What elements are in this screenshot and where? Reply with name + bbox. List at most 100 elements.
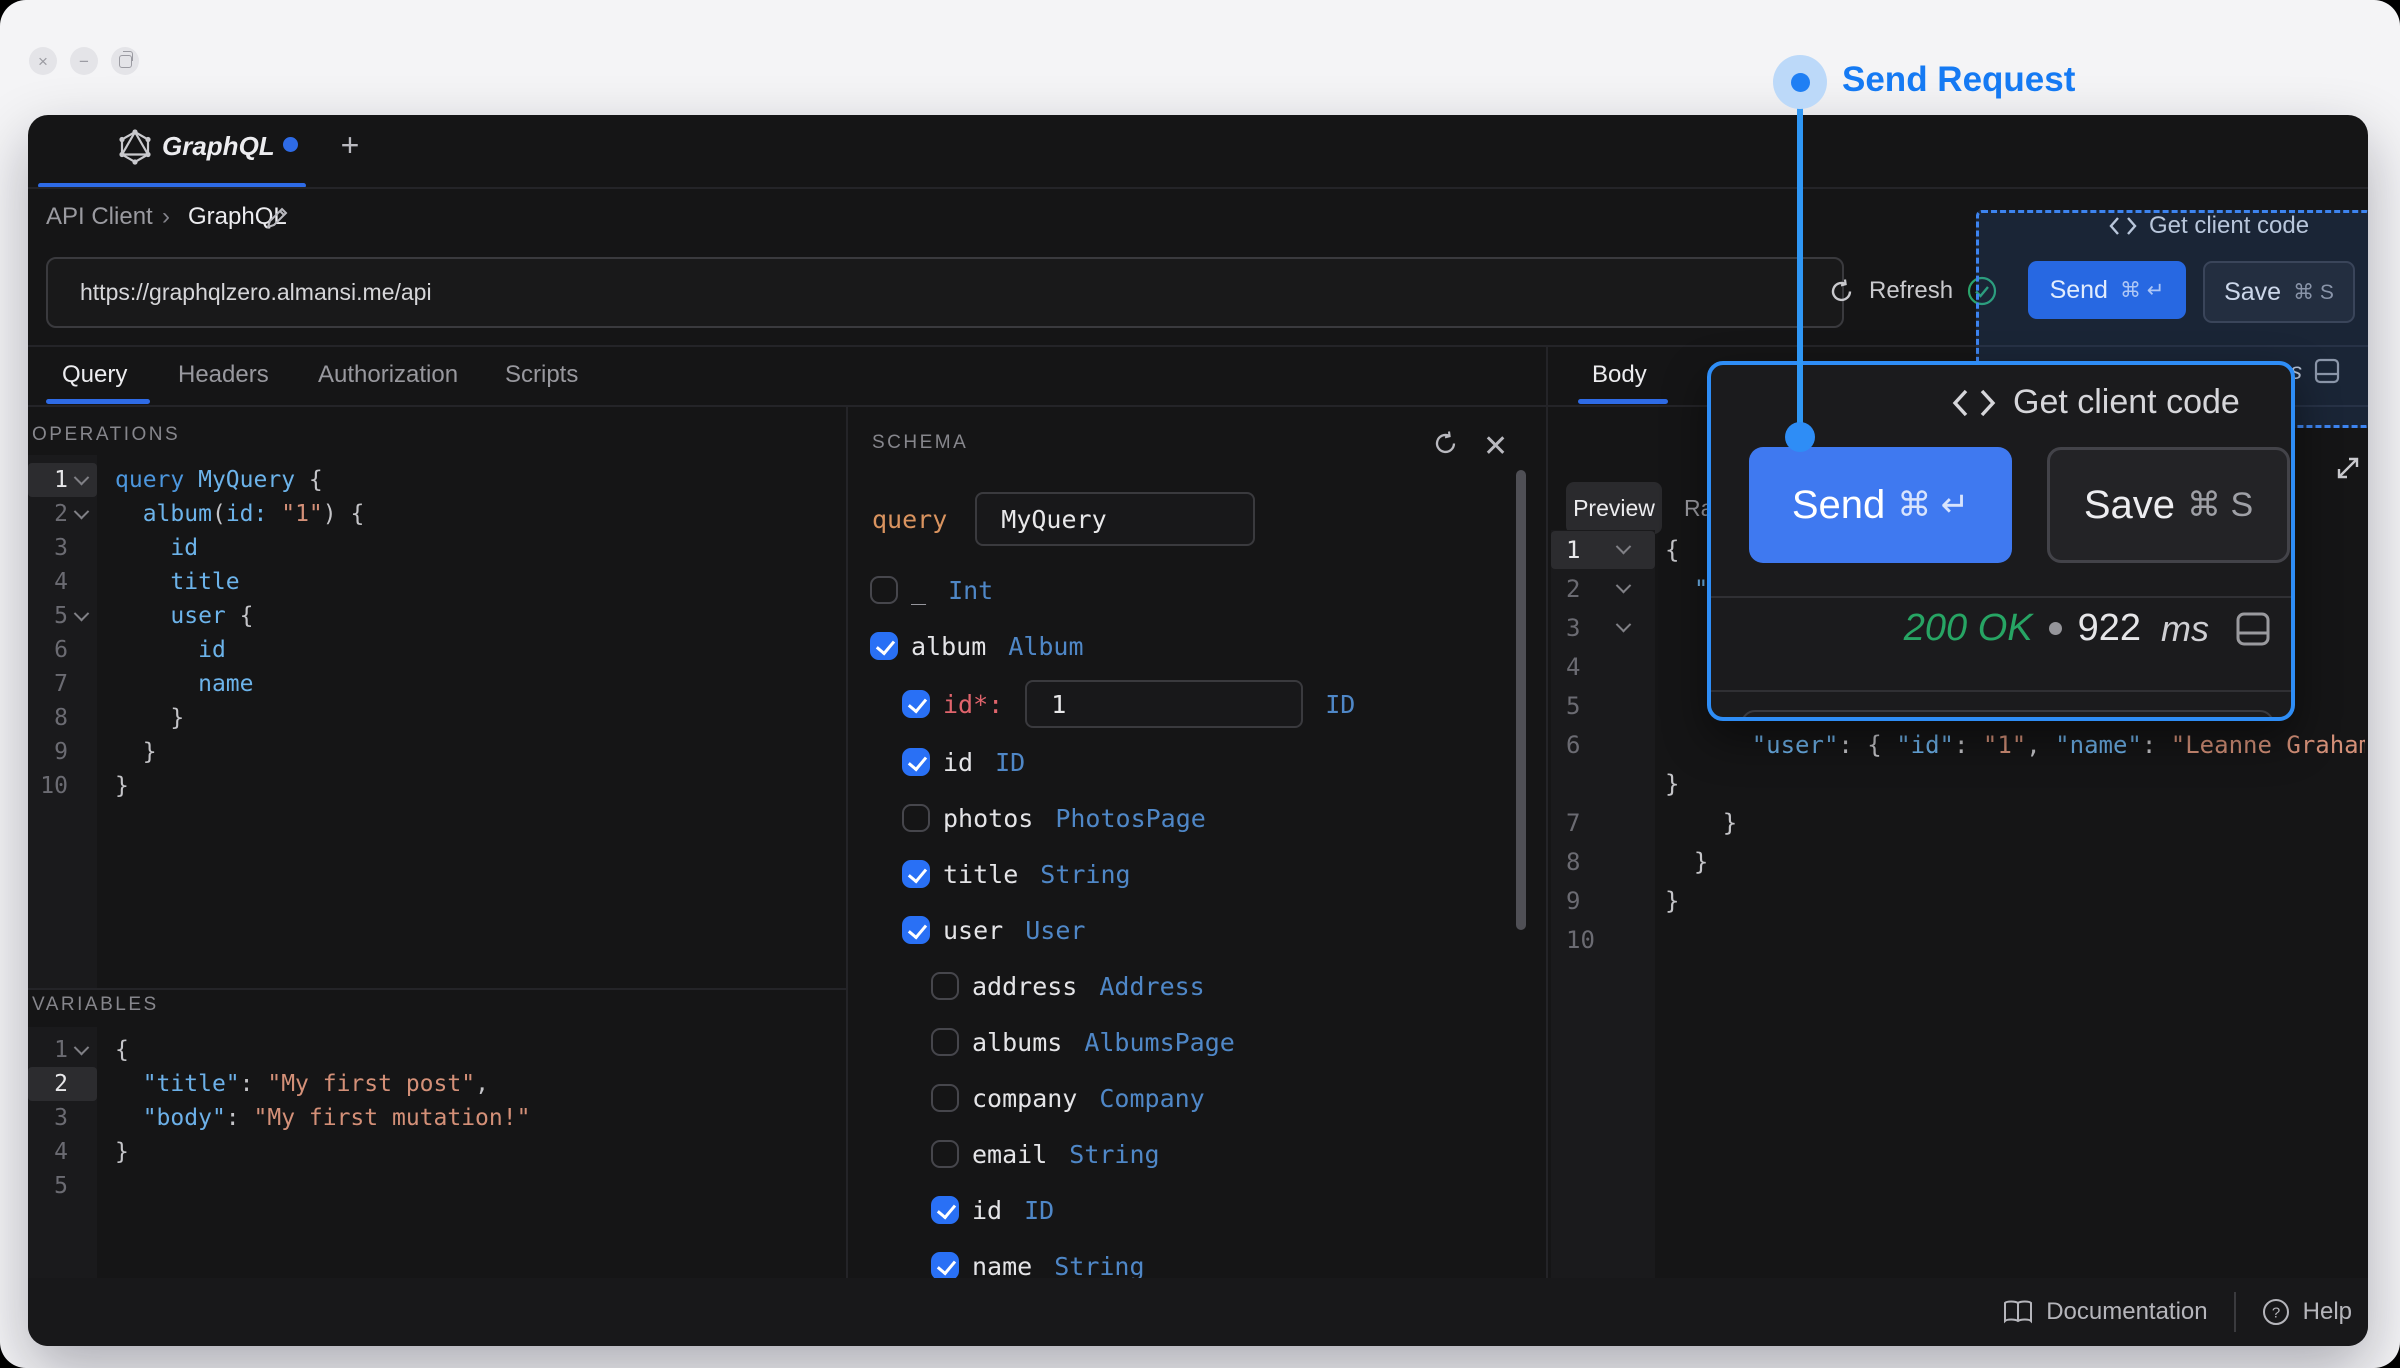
popup-get-client-code[interactable]: Get client code [1951,383,2240,422]
line-gutter[interactable]: 1 [28,463,97,497]
tab-headers[interactable]: Headers [178,361,269,388]
line-gutter[interactable]: 8 [54,705,68,731]
tab-graphql[interactable]: GraphQL [162,131,275,161]
checked-checkbox[interactable] [870,632,898,660]
code-line[interactable]: 1{ [28,1033,844,1067]
fold-caret-icon[interactable] [1610,577,1636,594]
line-gutter[interactable]: 3 [1551,609,1655,647]
line-gutter[interactable]: 3 [54,1105,68,1131]
request-response-divider[interactable] [1546,347,1548,1278]
checked-checkbox[interactable] [902,860,930,888]
line-gutter[interactable]: 10 [40,773,68,799]
field-argument-input[interactable]: 1 [1025,680,1304,728]
line-gutter[interactable]: 4 [1566,652,1581,681]
checked-checkbox[interactable] [931,1252,959,1278]
code-line[interactable]: 4 title [28,565,844,599]
code-line[interactable]: 10} [28,769,844,803]
checked-checkbox[interactable] [902,690,930,718]
code-line[interactable]: 2 "title": "My first post", [28,1067,844,1101]
code-line[interactable]: 9 } [28,735,844,769]
fold-caret-icon[interactable] [1610,616,1636,633]
code-line[interactable]: 9} [1551,881,2365,920]
get-client-code-link[interactable]: Get client code [2108,210,2309,242]
code-line[interactable]: } [1551,764,2365,803]
breadcrumb-root[interactable]: API Client [46,203,153,230]
variables-editor[interactable]: 1{2 "title": "My first post",3 "body": "… [28,1033,844,1203]
maximize-icon[interactable] [111,47,139,75]
code-line[interactable]: 7 } [1551,803,2365,842]
code-line[interactable]: 8 } [1551,842,2365,881]
checked-checkbox[interactable] [931,1196,959,1224]
line-gutter[interactable]: 5 [54,1173,68,1199]
checked-checkbox[interactable] [902,916,930,944]
line-gutter[interactable]: 9 [54,739,68,765]
line-gutter[interactable]: 4 [54,1139,68,1165]
fold-caret-icon[interactable] [1610,538,1636,555]
line-gutter[interactable]: 6 [54,637,68,663]
line-gutter[interactable]: 7 [54,671,68,697]
unchecked-checkbox[interactable] [931,1028,959,1056]
unchecked-checkbox[interactable] [870,576,898,604]
line-gutter[interactable]: 6 [1566,730,1581,759]
refresh-button[interactable]: Refresh [1828,267,1953,315]
help-link[interactable]: ? Help [2262,1298,2352,1326]
tab-authorization[interactable]: Authorization [318,361,459,388]
code-line[interactable]: 5 [28,1169,844,1203]
code-line[interactable]: 6 "user": { "id": "1", "name": "Leanne G… [1551,725,2365,764]
minimize-icon[interactable]: − [70,47,98,75]
line-gutter[interactable]: 8 [1566,847,1581,876]
line-gutter[interactable]: 9 [1566,886,1581,915]
line-gutter[interactable]: 4 [54,569,68,595]
unchecked-checkbox[interactable] [931,972,959,1000]
fold-caret-icon[interactable] [68,605,94,622]
fold-caret-icon[interactable] [68,469,94,486]
line-gutter[interactable]: 5 [1566,691,1581,720]
code-line[interactable]: 6 id [28,633,844,667]
line-gutter[interactable]: 5 [28,599,97,633]
tab-body[interactable]: Body [1592,361,1647,388]
line-gutter[interactable]: 7 [1566,808,1581,837]
new-tab-button[interactable]: + [340,126,360,163]
popup-save-button[interactable]: Save ⌘ S [2047,447,2290,563]
operation-name-input[interactable]: MyQuery [975,492,1256,546]
line-gutter[interactable]: 2 [28,1067,97,1101]
operations-schema-divider[interactable] [846,405,848,1278]
save-button[interactable]: Save ⌘ S [2203,261,2355,323]
tab-query[interactable]: Query [62,361,128,388]
code-line[interactable]: 5 user { [28,599,844,633]
code-line[interactable]: 3 "body": "My first mutation!" [28,1101,844,1135]
code-line[interactable]: 2 album(id: "1") { [28,497,844,531]
line-gutter[interactable]: 1 [1551,530,1655,569]
code-line[interactable]: 4 [1551,647,2365,686]
close-schema-icon[interactable]: ✕ [1483,430,1509,463]
expand-icon[interactable] [2332,452,2364,484]
line-gutter[interactable] [1551,765,1655,803]
line-gutter[interactable]: 3 [54,535,68,561]
code-line[interactable]: 10 [1551,920,2365,959]
code-line[interactable]: 1{ [1551,530,2365,569]
schema-scrollbar[interactable] [1516,470,1526,930]
history-box-icon[interactable] [2314,357,2340,385]
documentation-link[interactable]: Documentation [2003,1298,2208,1326]
subtab-preview[interactable]: Preview [1566,482,1662,534]
code-line[interactable]: 3 id [28,531,844,565]
code-line[interactable]: 4} [28,1135,844,1169]
tab-scripts[interactable]: Scripts [505,361,579,388]
close-icon[interactable]: × [29,47,57,75]
line-gutter[interactable]: 10 [1566,925,1595,954]
line-gutter[interactable]: 2 [28,497,97,531]
reload-schema-icon[interactable] [1432,430,1459,457]
code-line[interactable]: 7 name [28,667,844,701]
line-gutter[interactable]: 1 [28,1033,97,1067]
history-box-icon[interactable] [2235,610,2271,648]
fold-caret-icon[interactable] [68,1039,94,1056]
code-line[interactable]: 8 } [28,701,844,735]
line-gutter[interactable]: 2 [1551,570,1655,608]
unchecked-checkbox[interactable] [931,1084,959,1112]
checked-checkbox[interactable] [902,748,930,776]
popup-send-button[interactable]: Send ⌘ ↵ [1749,447,2012,563]
url-input[interactable]: https://graphqlzero.almansi.me/api [46,257,1844,328]
fold-caret-icon[interactable] [68,503,94,520]
